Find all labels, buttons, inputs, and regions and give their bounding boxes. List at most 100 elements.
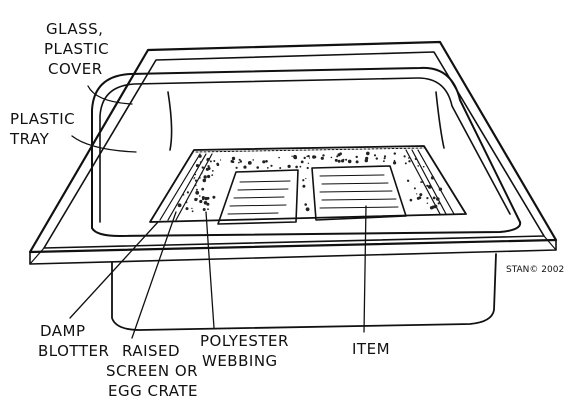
webbing-stipple	[265, 160, 268, 163]
webbing-stipple	[427, 185, 432, 189]
webbing-stipple	[416, 193, 418, 195]
webbing-stipple	[433, 204, 438, 209]
webbing-stipple	[305, 177, 307, 180]
webbing-stipple	[216, 162, 219, 166]
label-damp-blotter: DAMP BLOTTER	[38, 322, 109, 360]
webbing-stipple	[383, 155, 387, 158]
webbing-stipple	[426, 197, 429, 200]
webbing-stipple	[194, 173, 197, 176]
webbing-stipple	[195, 190, 200, 195]
webbing-stipple	[185, 207, 189, 211]
webbing-stipple	[337, 159, 341, 163]
plastic-tray-drawing	[91, 66, 522, 331]
webbing-stipple	[239, 160, 243, 163]
webbing-stipple	[235, 166, 238, 169]
webbing-stipple	[203, 175, 207, 179]
label-screen-line-3: EGG CRATE	[108, 382, 198, 400]
webbing-stipple	[199, 199, 203, 204]
webbing-stipple	[295, 165, 298, 169]
webbing-stipple	[429, 206, 434, 210]
webbing-stipple	[262, 160, 266, 164]
webbing-stipple	[194, 197, 198, 202]
webbing-stipple	[308, 157, 311, 159]
webbing-stipple	[408, 157, 410, 159]
webbing-stipple	[383, 158, 385, 160]
webbing-stipple	[426, 202, 429, 204]
webbing-stipple	[195, 164, 200, 168]
webbing-stipple	[201, 197, 205, 201]
webbing-stipple	[207, 165, 210, 168]
webbing-stipple	[414, 157, 418, 161]
webbing-stipple	[336, 155, 339, 158]
label-cover-line-1: GLASS,	[46, 20, 103, 38]
webbing-stipple	[436, 197, 440, 201]
webbing-stipple	[198, 177, 201, 179]
webbing-stipple	[322, 154, 325, 157]
webbing-stipple	[303, 156, 306, 160]
webbing-stipple	[375, 157, 378, 160]
webbing-stipple	[212, 195, 216, 199]
item-right-document	[311, 165, 407, 221]
label-raised-screen: RAISED SCREEN OR EGG CRATE	[106, 342, 198, 400]
webbing-stipple	[287, 164, 291, 168]
webbing-stipple	[366, 151, 370, 156]
webbing-stipple	[393, 159, 396, 162]
webbing-stipple	[211, 170, 214, 172]
webbing-stipple	[432, 196, 436, 200]
webbing-stipple	[305, 207, 310, 212]
webbing-stipple	[438, 187, 443, 191]
webbing-stipple	[206, 157, 210, 162]
label-blotter-line-1: DAMP	[40, 322, 86, 340]
label-webbing-line-2: WEBBING	[202, 352, 278, 370]
webbing-stipple	[300, 160, 304, 164]
webbing-stipple	[421, 180, 424, 183]
webbing-stipple	[209, 160, 212, 163]
webbing-stipple	[437, 202, 440, 205]
webbing-stipple	[194, 184, 197, 187]
webbing-stipple	[247, 161, 252, 165]
webbing-stipple	[252, 159, 254, 161]
webbing-stipple	[202, 178, 207, 183]
webbing-stipple	[339, 152, 342, 156]
webbing-stipple	[406, 179, 410, 182]
label-blotter-line-2: BLOTTER	[38, 342, 109, 360]
webbing-stipple	[409, 198, 413, 202]
webbing-stipple	[393, 152, 396, 155]
webbing-stipple	[243, 165, 247, 169]
webbing-stipple	[347, 159, 352, 164]
webbing-stipple	[299, 165, 302, 168]
label-tray-line-2: TRAY	[9, 130, 50, 148]
webbing-stipple	[373, 154, 377, 157]
label-plastic-tray: PLASTIC TRAY	[9, 110, 75, 148]
label-tray-line-1: PLASTIC	[10, 110, 75, 128]
webbing-stipple	[364, 158, 368, 163]
webbing-stipple	[201, 166, 204, 169]
leader-lines	[69, 85, 367, 339]
webbing-stipple	[293, 155, 298, 160]
webbing-stipple	[302, 179, 305, 182]
webbing-stipple	[266, 167, 269, 169]
webbing-stipple	[194, 179, 198, 182]
webbing-stipple	[341, 159, 345, 163]
artist-signature: STAN© 2002	[506, 265, 564, 275]
label-screen-line-2: SCREEN OR	[106, 362, 198, 380]
webbing-stipple	[185, 201, 188, 204]
webbing-stipple	[417, 162, 419, 164]
webbing-stipple	[199, 161, 202, 163]
webbing-stipple	[313, 155, 317, 159]
webbing-stipple	[426, 184, 429, 187]
webbing-stipple	[334, 158, 338, 162]
webbing-stipple	[383, 160, 385, 163]
webbing-stipple	[422, 165, 425, 168]
webbing-stipple	[413, 187, 416, 190]
webbing-stipple	[306, 155, 309, 158]
label-item: ITEM	[352, 340, 390, 358]
item-left-document	[217, 169, 299, 225]
webbing-stipple	[320, 156, 324, 160]
glass-cover-drawing	[28, 40, 558, 265]
webbing-stipple	[355, 160, 359, 164]
webbing-stipple	[198, 154, 202, 158]
webbing-stipple	[219, 159, 222, 161]
webbing-stipple	[306, 166, 309, 170]
